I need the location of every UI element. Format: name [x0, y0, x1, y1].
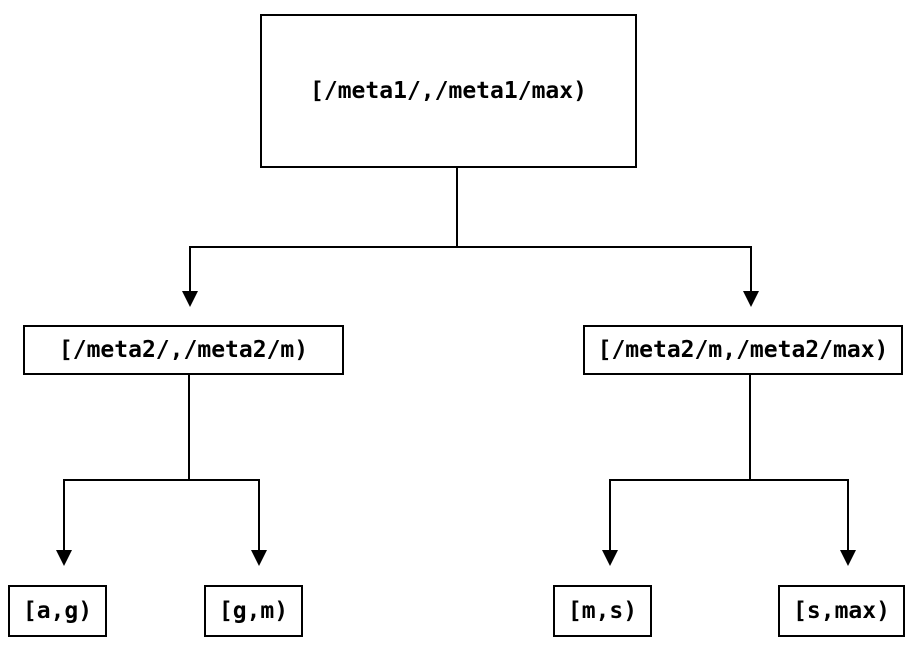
- tree-node-leaf-smax-label: [s,max): [793, 598, 890, 624]
- arrowhead-icon: [840, 550, 856, 566]
- tree-node-leaf-smax: [s,max): [778, 585, 905, 637]
- tree-node-root: [/meta1/,/meta1/max): [260, 14, 637, 168]
- edge-right-mid-children: [602, 375, 856, 566]
- tree-node-leaf-ag-label: [a,g): [22, 598, 93, 624]
- tree-node-left-mid-label: [/meta2/,/meta2/m): [58, 337, 309, 363]
- arrowhead-icon: [743, 291, 759, 307]
- edge-left-mid-children: [56, 375, 267, 566]
- tree-node-leaf-gm: [g,m): [204, 585, 303, 637]
- tree-node-leaf-ms-label: [m,s): [567, 598, 638, 624]
- tree-node-right-mid-label: [/meta2/m,/meta2/max): [597, 337, 889, 363]
- arrowhead-icon: [602, 550, 618, 566]
- arrowhead-icon: [56, 550, 72, 566]
- tree-node-left-mid: [/meta2/,/meta2/m): [23, 325, 344, 375]
- tree-node-leaf-gm-label: [g,m): [218, 598, 289, 624]
- arrowhead-icon: [182, 291, 198, 307]
- arrowhead-icon: [251, 550, 267, 566]
- tree-node-leaf-ag: [a,g): [8, 585, 107, 637]
- tree-node-right-mid: [/meta2/m,/meta2/max): [583, 325, 903, 375]
- edge-root-children: [182, 168, 759, 307]
- tree-node-root-label: [/meta1/,/meta1/max): [310, 78, 587, 104]
- tree-node-leaf-ms: [m,s): [553, 585, 652, 637]
